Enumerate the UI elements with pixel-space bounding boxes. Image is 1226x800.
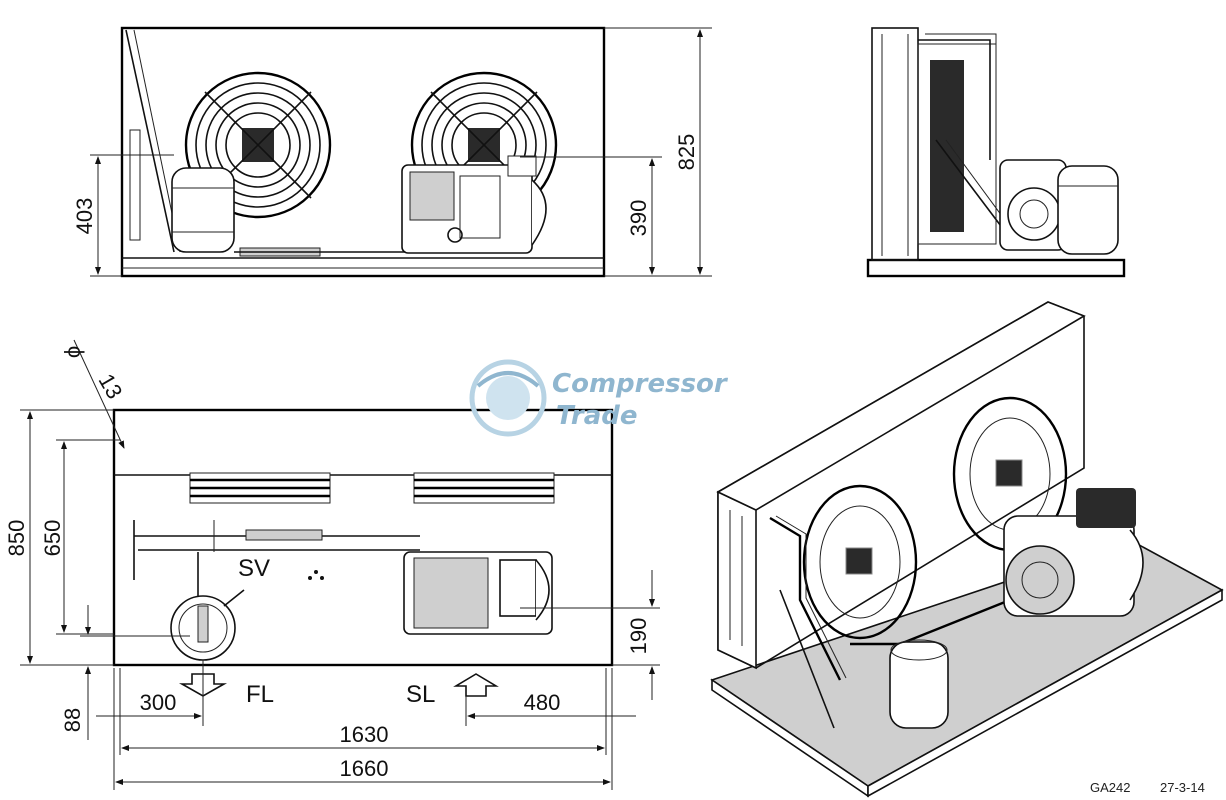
- dim-width-inner: 1630: [340, 722, 389, 747]
- side-compressor-icon: [999, 159, 1067, 251]
- side-view: [866, 27, 1126, 278]
- watermark-line1: Compressor: [552, 369, 729, 399]
- label-sv: SV: [238, 555, 270, 582]
- label-fl: FL: [246, 681, 274, 708]
- top-view-housing: [112, 408, 614, 667]
- dim-190: 190: [626, 618, 651, 655]
- iso-fan-left-icon: [802, 484, 918, 640]
- front-view: 825 390 403: [72, 26, 712, 278]
- iso-receiver-icon: [889, 639, 949, 729]
- dim-300: 300: [140, 690, 177, 715]
- ref-code: GA242: [1090, 780, 1130, 795]
- label-sl: SL: [406, 681, 435, 708]
- dim-height-total: 825: [674, 134, 699, 171]
- receiver-icon: [171, 167, 235, 253]
- top-compressor-icon: [403, 551, 553, 635]
- sl-arrow-icon: [453, 673, 499, 697]
- fan-left-icon: [184, 71, 332, 219]
- dim-phi: ϕ: [60, 346, 85, 358]
- iso-compressor-icon: [1003, 488, 1144, 617]
- top-receiver-icon: [170, 595, 236, 661]
- dim-receiver-height: 403: [72, 198, 97, 235]
- watermark-line2: Trade: [556, 401, 638, 431]
- dim-depth-inner: 650: [40, 520, 65, 557]
- front-view-housing: [120, 26, 606, 278]
- dim-compressor-height: 390: [626, 200, 651, 237]
- dim-depth-total: 850: [4, 520, 29, 557]
- compressor-icon: [401, 155, 547, 254]
- side-receiver-icon: [1057, 165, 1119, 255]
- dim-width-total: 1660: [340, 756, 389, 781]
- dim-hole: 13: [94, 369, 128, 403]
- ref-date: 27-3-14: [1160, 780, 1205, 795]
- watermark-logo: Compressor Trade: [469, 359, 729, 437]
- dim-480: 480: [524, 690, 561, 715]
- dim-edge-88: 88: [60, 708, 85, 732]
- isometric-view: [710, 301, 1224, 798]
